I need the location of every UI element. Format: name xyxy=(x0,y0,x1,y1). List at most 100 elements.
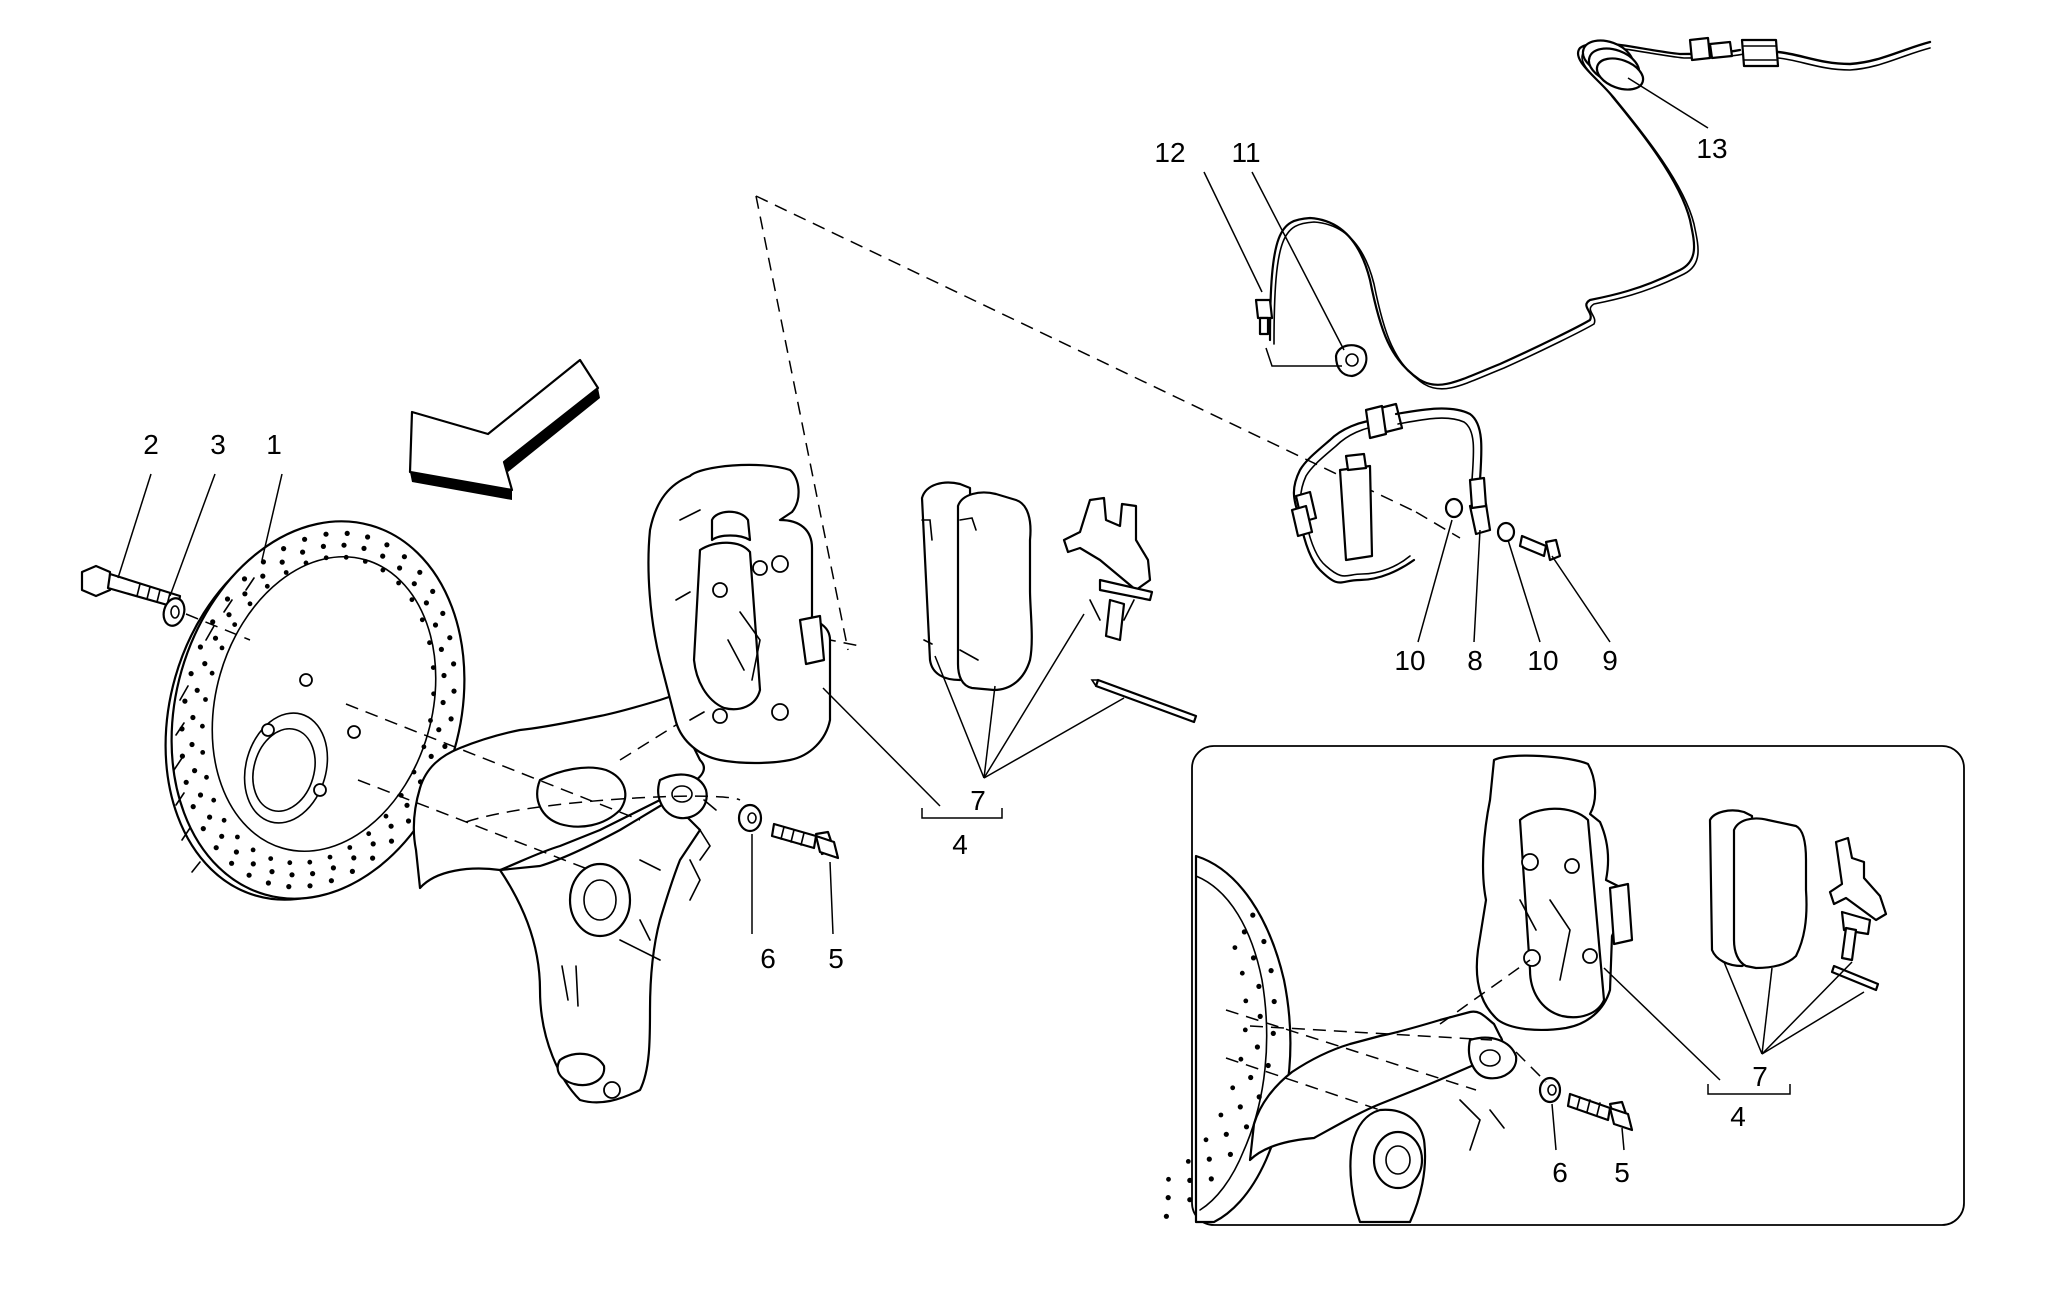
callout-4: 4 xyxy=(952,829,968,860)
drilled-hole xyxy=(431,691,436,697)
drilled-hole xyxy=(347,845,353,850)
banjo-bolt xyxy=(1518,534,1562,562)
drilled-hole xyxy=(388,823,394,829)
drilled-hole xyxy=(310,871,316,877)
brake-disc xyxy=(164,520,466,901)
drilled-hole xyxy=(286,884,292,890)
drilled-hole xyxy=(1243,998,1249,1004)
drilled-hole xyxy=(409,597,415,603)
drilled-hole xyxy=(210,619,216,625)
drilled-hole xyxy=(264,583,270,589)
brake-caliper xyxy=(647,463,832,765)
drilled-hole xyxy=(419,617,425,623)
drilled-hole xyxy=(1206,1156,1212,1162)
callout-1: 1 xyxy=(266,429,282,460)
drilled-hole xyxy=(246,872,252,878)
disc-washer xyxy=(162,597,186,627)
drilled-hole xyxy=(430,588,436,595)
drilled-hole xyxy=(235,834,240,840)
brake-hose xyxy=(1254,36,1932,584)
drilled-hole xyxy=(401,554,407,560)
drilled-hole xyxy=(219,645,225,651)
callout-13: 13 xyxy=(1696,133,1727,164)
drilled-hole xyxy=(1166,1176,1171,1182)
inset-callout-7: 7 xyxy=(1752,1061,1768,1092)
drilled-hole xyxy=(320,543,326,550)
drilled-hole xyxy=(307,859,313,865)
drilled-hole xyxy=(344,530,350,537)
drilled-hole xyxy=(213,845,219,851)
drilled-hole xyxy=(211,797,217,803)
callout-10-left: 10 xyxy=(1394,645,1425,676)
drilled-hole xyxy=(365,534,371,540)
drilled-hole xyxy=(250,861,256,867)
drilled-hole xyxy=(411,769,417,775)
drilled-hole xyxy=(307,883,313,889)
drilled-hole xyxy=(1265,1062,1271,1069)
drilled-hole xyxy=(432,622,439,628)
drilled-hole xyxy=(442,743,448,750)
drilled-hole xyxy=(224,596,231,602)
drilled-hole xyxy=(1242,1027,1248,1033)
drilled-hole xyxy=(1268,968,1274,974)
drilled-hole xyxy=(383,813,389,819)
drilled-hole xyxy=(448,716,454,722)
drilled-hole xyxy=(279,559,285,565)
drilled-hole xyxy=(341,542,347,548)
drilled-hole xyxy=(1239,970,1245,976)
drilled-hole xyxy=(1165,1195,1171,1201)
drilled-hole xyxy=(362,559,368,564)
drilled-hole xyxy=(1227,1151,1233,1157)
drilled-hole xyxy=(380,567,386,573)
brake-pads xyxy=(920,481,1033,692)
drilled-hole xyxy=(411,581,417,587)
drilled-hole xyxy=(179,726,185,732)
drilled-hole xyxy=(281,546,287,552)
drilled-hole xyxy=(1256,1094,1262,1100)
drilled-hole xyxy=(1241,929,1247,935)
drilled-hole xyxy=(265,880,271,886)
drilled-hole xyxy=(283,570,289,575)
drilled-hole xyxy=(209,670,215,676)
direction-arrow-icon xyxy=(408,358,600,500)
callout-5: 5 xyxy=(828,943,844,974)
drilled-hole xyxy=(1250,912,1256,918)
drilled-hole xyxy=(241,576,248,582)
drilled-hole xyxy=(212,635,219,641)
callout-3: 3 xyxy=(210,429,226,460)
drilled-hole xyxy=(1250,955,1257,961)
drilled-hole xyxy=(303,560,309,566)
drilled-hole xyxy=(430,665,436,670)
drilled-hole xyxy=(404,802,410,808)
callout-11: 11 xyxy=(1231,137,1260,168)
drilled-hole xyxy=(203,697,208,702)
inset-callout-5: 5 xyxy=(1614,1157,1630,1188)
drilled-hole xyxy=(417,569,423,575)
leader-lines xyxy=(117,77,1709,935)
drilled-hole xyxy=(269,869,275,875)
drilled-hole xyxy=(189,741,195,748)
drilled-hole xyxy=(233,849,239,855)
drilled-hole xyxy=(440,610,446,617)
drilled-hole xyxy=(192,768,198,774)
drilled-hole xyxy=(1238,1056,1244,1062)
drilled-hole xyxy=(1187,1177,1193,1183)
drilled-hole xyxy=(247,601,253,607)
drilled-hole xyxy=(361,545,367,552)
drilled-hole xyxy=(436,727,442,733)
disc-bolt xyxy=(80,564,182,610)
drilled-hole xyxy=(397,565,403,571)
drilled-hole xyxy=(200,750,206,755)
drilled-hole xyxy=(182,698,188,704)
drilled-hole xyxy=(1271,998,1277,1005)
drilled-hole xyxy=(427,640,432,646)
drilled-hole xyxy=(1261,938,1267,945)
drilled-hole xyxy=(1237,1104,1243,1110)
banjo-washer-right xyxy=(1496,521,1516,543)
callout-8: 8 xyxy=(1467,645,1483,676)
callout-2: 2 xyxy=(143,429,159,460)
drilled-hole xyxy=(260,573,266,579)
drilled-hole xyxy=(242,591,248,597)
drilled-hole xyxy=(190,804,196,810)
drilled-hole xyxy=(250,847,256,853)
